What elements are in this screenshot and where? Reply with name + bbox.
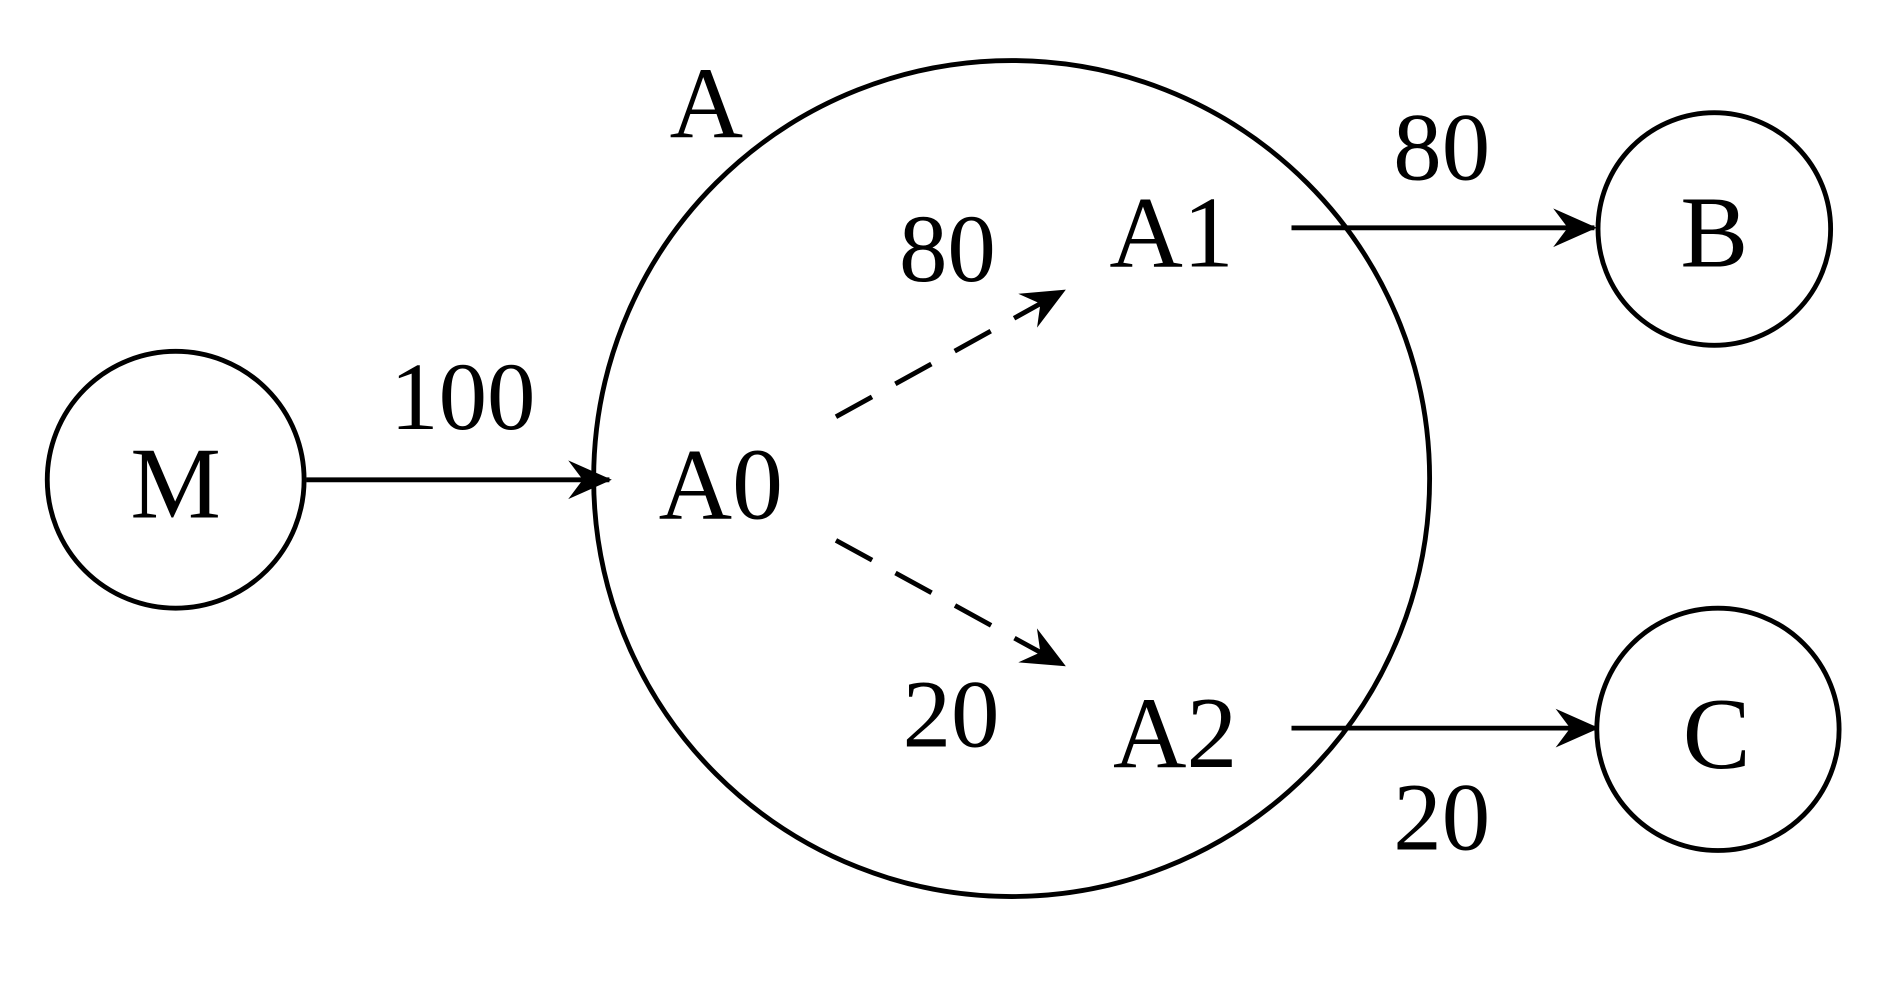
node-a-label: A bbox=[670, 47, 743, 160]
node-a1-label: A1 bbox=[1109, 177, 1233, 290]
edge-label-m-a0: 100 bbox=[390, 343, 535, 450]
node-m-circle bbox=[44, 348, 307, 611]
edge-a0-a2 bbox=[834, 538, 1066, 668]
edge-label-a2-c: 20 bbox=[1393, 763, 1490, 870]
edge-label-a0-a2: 20 bbox=[903, 660, 1000, 767]
node-a2-label: A2 bbox=[1113, 677, 1237, 790]
node-b-circle bbox=[1595, 110, 1834, 348]
edge-label-a0-a1: 80 bbox=[899, 195, 996, 302]
node-a0-label: A0 bbox=[659, 429, 783, 542]
node-b-label: B bbox=[1680, 177, 1748, 290]
node-m-label: M bbox=[130, 427, 220, 540]
edge-label-a1-b: 80 bbox=[1393, 93, 1490, 200]
node-c-label: C bbox=[1683, 678, 1751, 791]
edge-a0-a1 bbox=[834, 288, 1066, 419]
